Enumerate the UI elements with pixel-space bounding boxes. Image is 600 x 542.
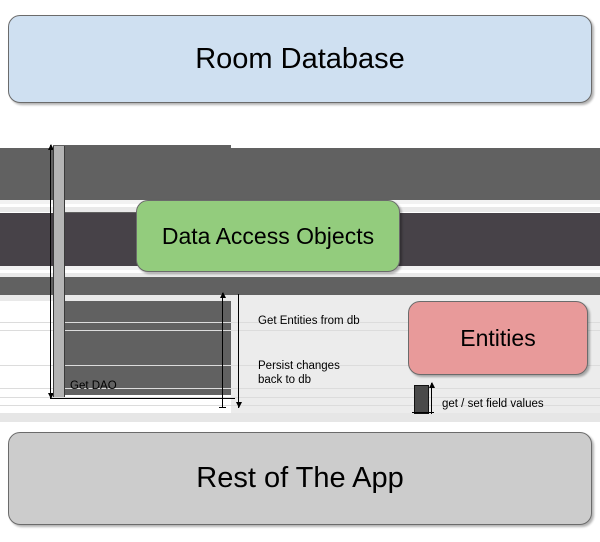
edge-get-entities-line <box>222 293 223 408</box>
edge-get-dao-arrowhead-down <box>48 393 54 399</box>
hairline-e <box>0 397 600 398</box>
node-rest-of-the-app[interactable]: Rest of The App <box>8 432 592 525</box>
edge-get-dao-label: Get DAO <box>70 380 117 392</box>
edge-get-dao-bar <box>53 146 65 397</box>
edge-get-set-fields-arrowhead-up <box>429 382 435 388</box>
edge-get-dao-line <box>50 145 51 399</box>
hairline-f <box>0 405 600 406</box>
edge-get-set-fields-block <box>414 385 429 414</box>
overlay-gap-2c <box>0 273 600 277</box>
overlay-band-3 <box>0 277 600 295</box>
edge-persist-label-line2: back to db <box>258 374 312 386</box>
node-rest-of-the-app-label: Rest of The App <box>196 462 404 494</box>
edge-get-set-fields-label: get / set field values <box>442 398 544 410</box>
node-entities-label: Entities <box>460 324 536 351</box>
edge-persist-label-line1: Persist changes <box>258 360 340 372</box>
edge-persist-line <box>238 294 239 408</box>
node-room-database[interactable]: Room Database <box>8 15 592 103</box>
hairline-d <box>0 388 600 389</box>
hairline-c <box>0 365 600 366</box>
edge-get-set-fields-line <box>431 383 432 414</box>
node-room-database-label: Room Database <box>195 42 405 75</box>
node-data-access-objects[interactable]: Data Access Objects <box>136 200 400 272</box>
edge-get-set-fields-foot <box>412 412 434 413</box>
edge-get-dao-baseline <box>50 398 235 399</box>
edge-get-entities-label: Get Entities from db <box>258 315 360 327</box>
hairline-b <box>0 330 600 331</box>
edge-get-dao-arrowhead-up <box>48 144 54 150</box>
node-data-access-objects-label: Data Access Objects <box>161 222 375 249</box>
edge-get-entities-foot <box>219 407 226 408</box>
edge-get-entities-arrowhead <box>220 292 226 298</box>
node-entities[interactable]: Entities <box>408 301 588 375</box>
overlay-band-1 <box>0 148 600 200</box>
entity-arrow-panel-lower <box>0 413 600 422</box>
edge-persist-arrowhead <box>236 402 242 408</box>
hairline-a <box>0 322 600 323</box>
